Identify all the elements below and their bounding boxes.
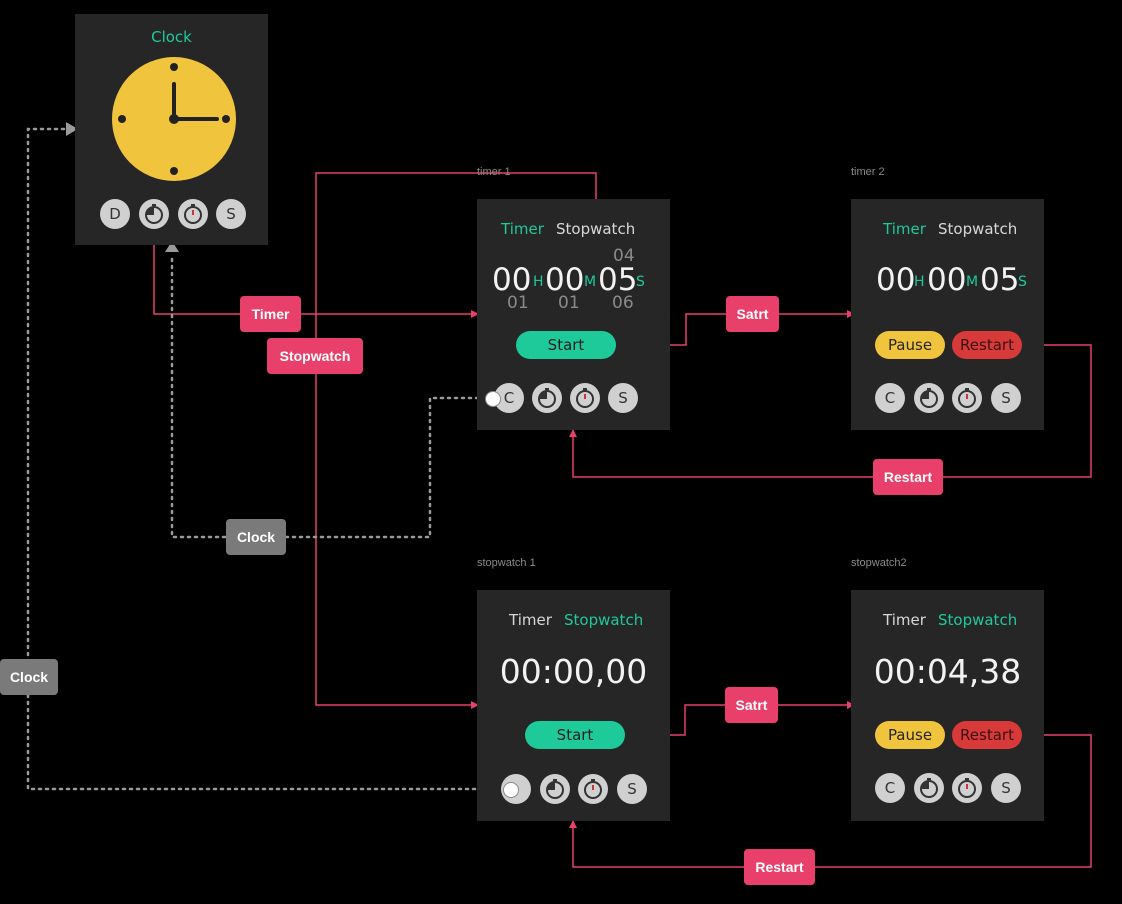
clock-link-endpoint[interactable] — [503, 782, 519, 798]
stopwatch-time: 00:00,00 — [499, 652, 648, 691]
start-connector-label: Satrt — [726, 296, 779, 332]
nav-d-label: D — [109, 205, 121, 223]
restart-link-stopwatch — [569, 734, 1092, 868]
nav-stopwatch-button[interactable] — [570, 383, 600, 413]
tab-timer[interactable]: Timer — [883, 611, 926, 629]
clock-link-stopwatch-arrowhead — [66, 122, 78, 136]
nav-stopwatch-button[interactable] — [952, 383, 982, 413]
nav-c-button[interactable]: C — [875, 383, 905, 413]
nav-c-button[interactable]: C — [875, 773, 905, 803]
hours-value[interactable]: 00 — [492, 262, 532, 298]
nav-s-label: S — [1001, 389, 1011, 407]
stopwatch-icon — [958, 388, 976, 408]
stopwatch1-frame-label: stopwatch 1 — [477, 557, 536, 569]
minutes-value: 00 — [927, 262, 967, 298]
pause-button[interactable]: Pause — [875, 331, 945, 359]
restart-button[interactable]: Restart — [952, 331, 1022, 359]
restart-connector-label: Restart — [873, 459, 943, 495]
nav-s-button[interactable]: S — [608, 383, 638, 413]
clock-link-timer-arrowhead — [165, 241, 179, 252]
seconds-unit: S — [636, 274, 645, 290]
nav-stopwatch-button[interactable] — [178, 199, 208, 229]
seconds-above: 04 — [613, 246, 635, 266]
stopwatch-connector-label: Stopwatch — [267, 338, 363, 374]
seconds-value: 05 — [980, 262, 1020, 298]
nav-timer-button[interactable] — [532, 383, 562, 413]
tab-timer[interactable]: Timer — [509, 611, 552, 629]
tab-timer[interactable]: Timer — [501, 220, 544, 238]
timer-icon — [538, 388, 556, 408]
nav-s-button[interactable]: S — [991, 383, 1021, 413]
tab-stopwatch[interactable]: Stopwatch — [938, 611, 1018, 629]
tab-stopwatch[interactable]: Stopwatch — [556, 220, 636, 238]
tab-stopwatch[interactable]: Stopwatch — [564, 611, 644, 629]
stopwatch-icon — [576, 388, 594, 408]
clock-link-endpoint[interactable] — [485, 391, 501, 407]
minutes-unit: M — [966, 274, 979, 290]
clock-connector-label: Clock — [0, 659, 58, 695]
pause-button[interactable]: Pause — [875, 721, 945, 749]
timer-icon — [920, 388, 938, 408]
stopwatch-icon — [584, 779, 602, 799]
nav-timer-button[interactable] — [139, 199, 169, 229]
stopwatch-link — [315, 172, 597, 709]
timer-icon — [145, 204, 163, 224]
stopwatch2-frame-label: stopwatch2 — [851, 557, 907, 569]
tab-stopwatch[interactable]: Stopwatch — [938, 220, 1018, 238]
nav-s-label: S — [226, 205, 236, 223]
hours-below: 01 — [507, 293, 529, 313]
nav-s-label: S — [618, 389, 628, 407]
hours-value: 00 — [876, 262, 916, 298]
clock-link-stopwatch — [26, 127, 512, 791]
stopwatch-time: 00:04,38 — [873, 652, 1022, 691]
minutes-value[interactable]: 00 — [545, 262, 585, 298]
timer-connector-label: Timer — [240, 296, 301, 332]
restart-button[interactable]: Restart — [952, 721, 1022, 749]
nav-c-label: C — [884, 389, 896, 407]
clock-title: Clock — [151, 28, 192, 46]
analog-clock-face — [112, 57, 236, 181]
stopwatch-icon — [958, 778, 976, 798]
seconds-below: 06 — [612, 293, 634, 313]
nav-c-label: C — [503, 389, 515, 407]
clock-frame: Clock D S — [75, 14, 268, 245]
nav-d-button[interactable]: D — [100, 199, 130, 229]
timer1-frame-label: timer 1 — [477, 166, 511, 178]
nav-s-button[interactable]: S — [991, 773, 1021, 803]
nav-stopwatch-button[interactable] — [578, 774, 608, 804]
hours-unit: H — [914, 274, 925, 290]
tab-timer[interactable]: Timer — [883, 220, 926, 238]
nav-s-button[interactable]: S — [617, 774, 647, 804]
timer2-frame: Timer Stopwatch 00 H 00 M 05 S Pause Res… — [851, 199, 1044, 430]
stopwatch-icon — [184, 204, 202, 224]
start-button[interactable]: Start — [516, 331, 616, 359]
seconds-unit: S — [1018, 274, 1027, 290]
hours-unit: H — [533, 274, 544, 290]
nav-timer-button[interactable] — [914, 383, 944, 413]
clock-connector-label: Clock — [226, 519, 286, 555]
nav-stopwatch-button[interactable] — [952, 773, 982, 803]
timer-link — [153, 224, 479, 318]
start-button[interactable]: Start — [525, 721, 625, 749]
timer1-frame: Timer Stopwatch 04 00 H 00 M 05 S 01 01 … — [477, 199, 670, 430]
restart-connector-label: Restart — [744, 849, 815, 885]
minutes-unit: M — [584, 274, 597, 290]
nav-s-label: S — [1001, 779, 1011, 797]
seconds-value[interactable]: 05 — [598, 262, 638, 298]
nav-timer-button[interactable] — [540, 774, 570, 804]
nav-s-label: S — [627, 780, 637, 798]
stopwatch2-frame: Timer Stopwatch 00:04,38 Pause Restart C… — [851, 590, 1044, 821]
restart-link-timer — [569, 344, 1092, 478]
clock-link-timer — [170, 252, 494, 539]
start-connector-label: Satrt — [725, 687, 778, 723]
nav-s-button[interactable]: S — [216, 199, 246, 229]
timer-icon — [546, 779, 564, 799]
timer2-frame-label: timer 2 — [851, 166, 885, 178]
nav-timer-button[interactable] — [914, 773, 944, 803]
timer-icon — [920, 778, 938, 798]
nav-c-label: C — [884, 779, 896, 797]
minutes-below: 01 — [558, 293, 580, 313]
